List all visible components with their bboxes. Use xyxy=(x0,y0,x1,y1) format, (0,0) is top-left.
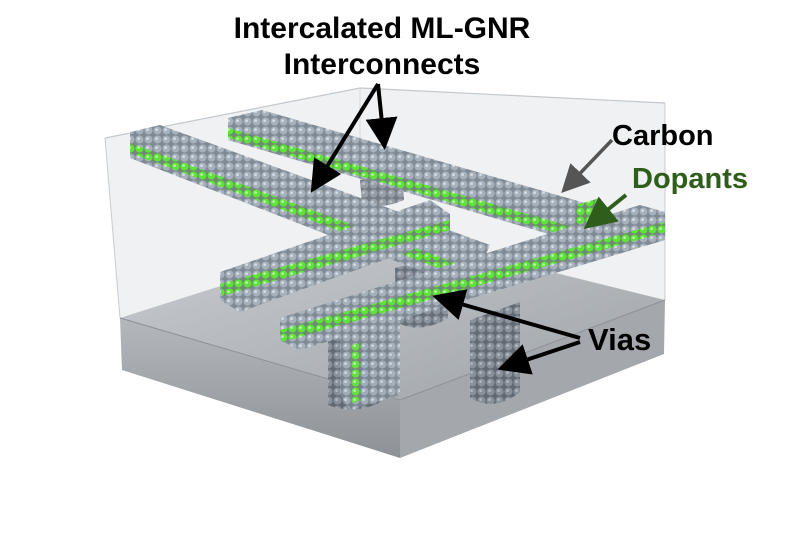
title-arrows xyxy=(310,82,398,193)
title-label: Intercalated ML-GNR Interconnects xyxy=(234,12,531,81)
vias-label: Vias xyxy=(588,322,651,357)
dopants-label: Dopants xyxy=(632,163,748,195)
carbon-label: Carbon xyxy=(612,120,714,152)
dopants-arrow xyxy=(583,193,628,230)
gnr-ribbon-front-right xyxy=(280,205,665,350)
carbon-arrow xyxy=(561,138,614,194)
gnr-ribbon-lower-left xyxy=(220,200,450,312)
dopants-callout: Dopants xyxy=(583,163,748,230)
gnr-ribbon-down-left xyxy=(340,320,400,410)
title-line2: Interconnects xyxy=(284,48,481,81)
vias-arrow-center xyxy=(432,289,581,340)
carbon-callout: Carbon xyxy=(561,120,714,194)
title-arrow-left xyxy=(310,82,380,193)
vias-arrow-right xyxy=(497,340,581,375)
via-right xyxy=(470,302,520,404)
title-line1: Intercalated ML-GNR xyxy=(234,12,531,45)
vias-callout: Vias xyxy=(432,289,651,375)
title-arrow-right xyxy=(365,83,398,150)
